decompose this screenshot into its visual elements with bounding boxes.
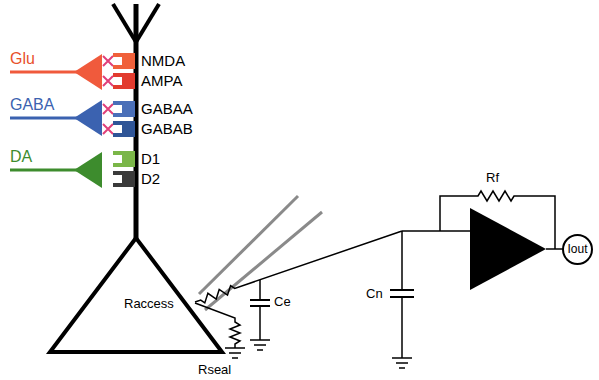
receptor-outline [113, 73, 135, 89]
output-current: Iout [562, 234, 593, 265]
wire [259, 306, 261, 340]
capacitor-symbol [250, 280, 270, 350]
capacitor-symbol [390, 231, 414, 368]
capacitor-label: Cn [366, 286, 383, 301]
wire [402, 230, 470, 232]
resistor-label: Raccess [124, 296, 174, 311]
neuron-soma [50, 238, 222, 352]
transmitter-label: DA [10, 148, 32, 166]
gaba-terminal [74, 100, 102, 136]
receptor-name: NMDA [141, 53, 163, 69]
receptor-outline [113, 151, 135, 167]
receptor-outline [113, 171, 135, 187]
wire [401, 297, 403, 358]
amplifier-symbol [470, 208, 546, 290]
dendrite-branch [113, 4, 136, 42]
ground-line [229, 352, 241, 354]
block-mark [103, 124, 113, 134]
receptor-outline [113, 121, 135, 137]
glutamate-axon [10, 71, 78, 74]
resistor-label: Rseal [198, 362, 231, 377]
gaba-b-receptor: GABAB [113, 121, 135, 137]
receptor-shape [113, 121, 135, 137]
ground-line [392, 357, 412, 359]
receptor-outline [113, 53, 135, 69]
gaba-axon [10, 117, 78, 120]
block-mark [103, 104, 113, 114]
dopamine-terminal [74, 152, 102, 188]
receptor-outline [113, 101, 135, 117]
capacitor-label: Ce [274, 294, 291, 309]
output-wire [546, 248, 563, 250]
receptor-name: D1 [141, 151, 163, 167]
label-holder: Cn [366, 286, 383, 301]
block-mark [103, 56, 113, 66]
label-holder: DA [10, 148, 32, 166]
resistor-label: Rf [486, 170, 499, 185]
receptor-shape [113, 53, 135, 69]
ground-line [254, 344, 266, 346]
receptor-shape [113, 73, 135, 89]
label-holder: GABA [10, 96, 54, 114]
label-holder: Raccess [124, 296, 174, 311]
ground-line [257, 349, 263, 351]
label-holder: Rseal [198, 362, 231, 377]
receptor-name: GABAB [141, 121, 163, 137]
resistor-symbol [195, 303, 240, 348]
receptor-name: AMPA [141, 73, 163, 89]
capacitor-plate [390, 289, 414, 291]
ampa-receptor: AMPA [113, 73, 135, 89]
ground-line [396, 362, 408, 364]
resistor-symbol [195, 231, 402, 303]
transmitter-label: GABA [10, 96, 54, 114]
label-holder: Glu [10, 50, 35, 68]
receptor-shape [113, 101, 135, 117]
receptor-shape [113, 171, 135, 187]
receptor-name: GABAA [141, 101, 163, 117]
ground-line [232, 357, 238, 359]
glutamate-terminal [74, 54, 102, 90]
nmda-receptor: NMDA [113, 53, 135, 69]
gaba-a-receptor: GABAA [113, 101, 135, 117]
transmitter-label: Glu [10, 50, 35, 68]
ground-symbol [225, 348, 245, 358]
d2-receptor: D2 [113, 171, 135, 187]
label-holder: Rf [486, 170, 499, 185]
block-marks [103, 56, 113, 134]
wire [401, 231, 403, 290]
pipette-wall [205, 212, 322, 310]
ground-line [225, 347, 245, 349]
current-label: Iout [567, 242, 587, 256]
wire [259, 280, 261, 300]
dendrite-branch [136, 4, 159, 42]
label-holder: Ce [274, 294, 291, 309]
capacitor-plate [250, 299, 270, 301]
receptor-shape [113, 151, 135, 167]
block-mark [103, 76, 113, 86]
receptor-name: D2 [141, 171, 163, 187]
ground-line [250, 339, 270, 341]
d1-receptor: D1 [113, 151, 135, 167]
dopamine-axon [10, 169, 78, 172]
ground-line [399, 367, 405, 369]
